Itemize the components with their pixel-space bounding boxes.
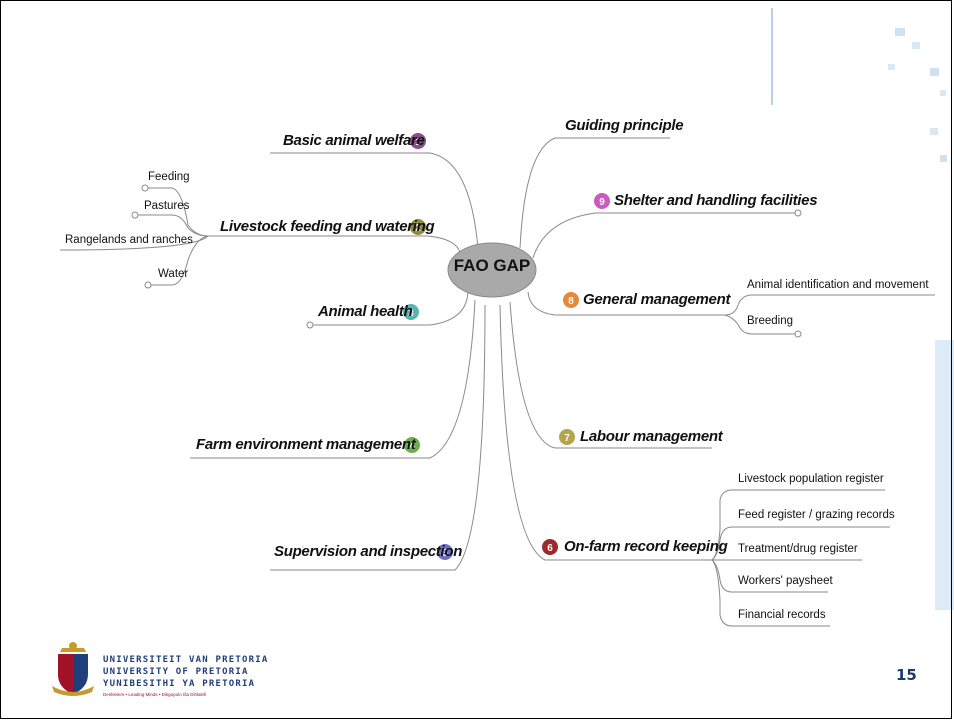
sub-line-breeding: [724, 314, 798, 335]
branch-livestock-feeding: Livestock feeding and watering: [220, 218, 435, 235]
sub-pastures: Pastures: [144, 200, 190, 212]
sub-workers-paysheet: Workers' paysheet: [738, 575, 833, 587]
sub-feeding: Feeding: [148, 171, 190, 183]
branch-shelter: Shelter and handling facilities: [614, 192, 818, 209]
branch-line-records: [499, 304, 712, 561]
sub-line-rangelands: [59, 235, 209, 251]
node-end-circle: [306, 321, 314, 329]
badge-1-text: 1: [415, 137, 421, 148]
decor-square: [912, 42, 920, 49]
branch-general-management: General management: [583, 291, 731, 308]
branch-line-general: [527, 291, 725, 316]
sub-line-water: [148, 235, 209, 286]
decor-square: [895, 28, 905, 36]
branch-line-environment: [190, 299, 476, 459]
sub-line-pastures: [138, 214, 209, 237]
branch-farm-environment: Farm environment management: [196, 436, 416, 453]
sub-treatment-register: Treatment/drug register: [738, 543, 858, 555]
badge-2: [410, 219, 426, 235]
badge-9: [594, 193, 610, 209]
badge-3-text: 3: [408, 308, 414, 319]
badge-9-text: 9: [599, 197, 605, 208]
branch-guiding-principle: Guiding principle: [565, 117, 684, 134]
badge-5-text: 5: [442, 548, 448, 559]
badge-7-text: 7: [564, 433, 570, 444]
sub-breeding: Breeding: [747, 315, 794, 327]
sub-line-livestock-register: [711, 489, 885, 561]
branch-line-health: [310, 289, 469, 326]
branch-line-basic-welfare: [270, 152, 479, 249]
center-node: [447, 242, 537, 298]
badge-5: [437, 544, 453, 560]
badge-8-text: 8: [568, 296, 574, 307]
sub-water: Water: [158, 268, 189, 280]
university-motto: Denkleiers • Leading Minds • Dikgopolo t…: [103, 692, 207, 697]
decor-square: [940, 155, 947, 162]
decor-square: [940, 90, 946, 96]
branch-animal-health: Animal health: [318, 303, 413, 320]
sub-line-paysheet: [711, 559, 828, 593]
university-name-english: UNIVERSITY OF PRETORIA: [103, 667, 249, 677]
node-end-circle: [794, 330, 802, 338]
decor-square: [930, 68, 939, 76]
badge-7: [559, 429, 575, 445]
decor-square: [930, 128, 938, 135]
sub-line-animal-id: [724, 294, 935, 316]
badge-4-text: 4: [409, 441, 415, 452]
sub-line-feed-register: [711, 526, 890, 561]
badge-8: [563, 292, 579, 308]
branch-basic-animal-welfare: Basic animal welfare: [283, 132, 425, 149]
node-end-circle: [131, 211, 139, 219]
decor-band-right: [935, 340, 954, 610]
sub-livestock-register: Livestock population register: [738, 473, 884, 485]
badge-6-text: 6: [547, 543, 553, 554]
branch-line-supervision: [270, 304, 486, 571]
badge-2-text: 2: [415, 223, 421, 234]
branch-supervision: Supervision and inspection: [274, 543, 463, 560]
badge-1: [410, 133, 426, 149]
branch-record-keeping: On-farm record keeping: [564, 538, 728, 555]
branch-line-guiding: [519, 137, 670, 249]
sub-rangelands: Rangelands and ranches: [65, 234, 193, 246]
badge-6: [542, 539, 558, 555]
page-number: 15: [896, 666, 917, 684]
branch-line-shelter: [532, 212, 798, 259]
sub-line-financial: [711, 559, 830, 627]
badge-4: [404, 437, 420, 453]
node-end-circle: [144, 281, 152, 289]
university-name-sepedi: YUNIBESITHI YA PRETORIA: [103, 679, 256, 689]
branch-line-labour: [509, 301, 712, 449]
badge-3: [403, 304, 419, 320]
sub-feed-register: Feed register / grazing records: [738, 509, 895, 521]
sub-financial-records: Financial records: [738, 609, 826, 621]
branch-labour-management: Labour management: [580, 428, 723, 445]
university-crest-icon: [52, 642, 94, 696]
university-name-afrikaans: UNIVERSITEIT VAN PRETORIA: [103, 655, 269, 665]
sub-animal-identification: Animal identification and movement: [747, 279, 929, 291]
center-node-label: FAO GAP: [453, 256, 531, 275]
node-end-circle: [141, 184, 149, 192]
node-end-circle: [794, 209, 802, 217]
decor-square: [888, 64, 895, 70]
